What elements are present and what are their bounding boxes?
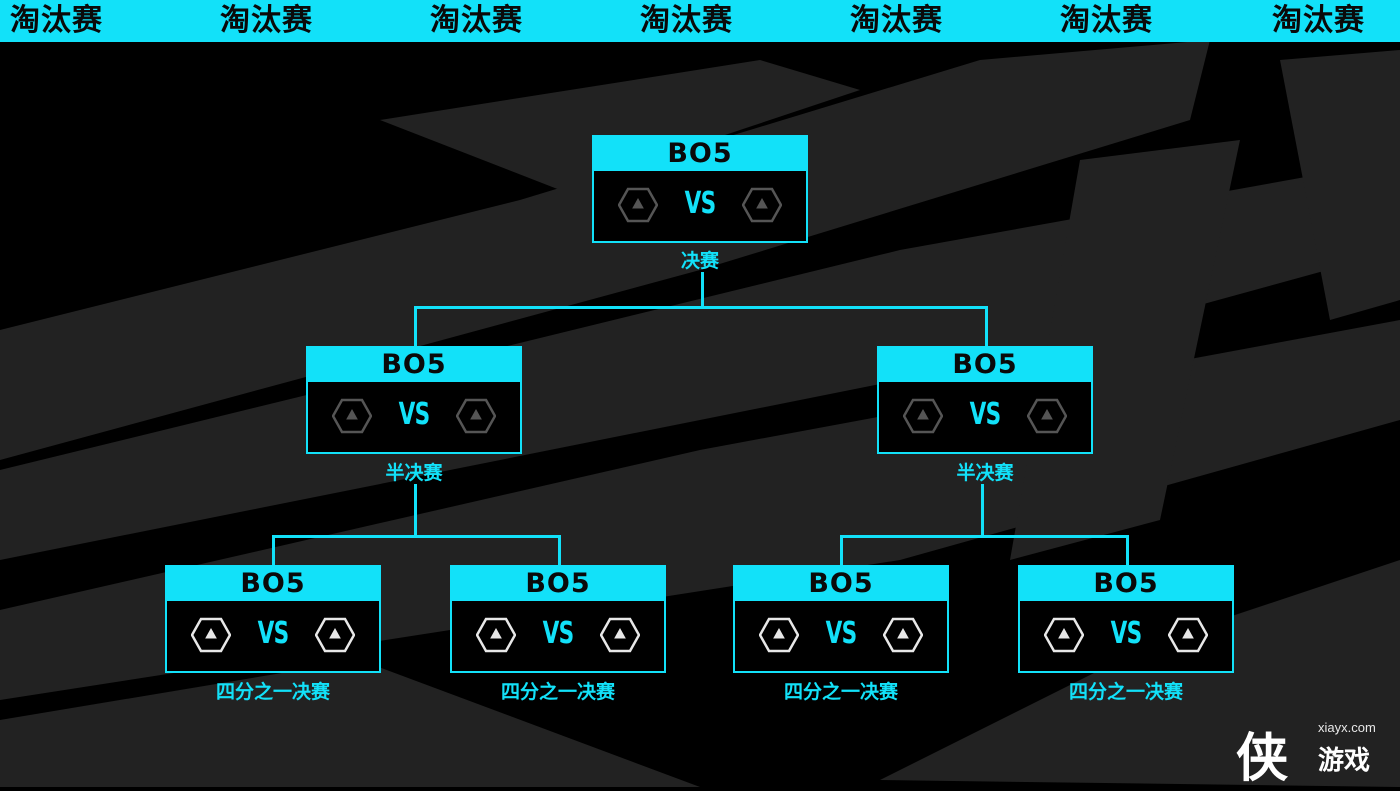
team-placeholder-icon bbox=[1027, 398, 1067, 434]
final-match-card[interactable]: BO5 VS bbox=[592, 135, 808, 243]
team-placeholder-icon bbox=[618, 187, 658, 223]
round-label: 半决赛 bbox=[385, 462, 443, 484]
banner-label: 淘汰赛 bbox=[220, 3, 313, 38]
vs-label: VS bbox=[825, 616, 858, 651]
banner-label: 淘汰赛 bbox=[640, 3, 733, 38]
connector-line bbox=[701, 272, 704, 308]
vs-label: VS bbox=[398, 397, 431, 432]
banner-label: 淘汰赛 bbox=[10, 3, 103, 38]
match-format: BO5 bbox=[1020, 567, 1232, 601]
quarterfinal-match-card[interactable]: BO5 VS bbox=[165, 565, 381, 673]
connector-line bbox=[840, 535, 1129, 538]
match-format: BO5 bbox=[879, 348, 1091, 382]
round-label: 半决赛 bbox=[956, 462, 1014, 484]
round-label: 四分之一决赛 bbox=[1068, 681, 1183, 703]
vs-label: VS bbox=[542, 616, 575, 651]
match-format: BO5 bbox=[308, 348, 520, 382]
match-format: BO5 bbox=[452, 567, 664, 601]
connector-line bbox=[414, 306, 988, 309]
team-placeholder-icon bbox=[883, 617, 923, 653]
connector-line bbox=[840, 535, 843, 567]
semifinal-match-card[interactable]: BO5 VS bbox=[306, 346, 522, 454]
watermark-name: 游戏 bbox=[1318, 746, 1371, 776]
round-label: 决赛 bbox=[680, 250, 719, 272]
quarterfinal-match-card[interactable]: BO5 VS bbox=[450, 565, 666, 673]
top-banner: 淘汰赛 淘汰赛 淘汰赛 淘汰赛 淘汰赛 淘汰赛 淘汰赛 bbox=[0, 0, 1400, 42]
vs-label: VS bbox=[1110, 616, 1143, 651]
round-label: 四分之一决赛 bbox=[783, 681, 898, 703]
watermark-url: xiayx.com bbox=[1318, 720, 1376, 735]
team-placeholder-icon bbox=[600, 617, 640, 653]
quarterfinal-match-card[interactable]: BO5 VS bbox=[733, 565, 949, 673]
match-format: BO5 bbox=[735, 567, 947, 601]
banner-label: 淘汰赛 bbox=[1272, 3, 1365, 38]
round-label: 四分之一决赛 bbox=[215, 681, 330, 703]
team-placeholder-icon bbox=[742, 187, 782, 223]
connector-line bbox=[414, 306, 417, 348]
team-placeholder-icon bbox=[759, 617, 799, 653]
semifinal-match-card[interactable]: BO5 VS bbox=[877, 346, 1093, 454]
connector-line bbox=[272, 535, 561, 538]
team-placeholder-icon bbox=[1044, 617, 1084, 653]
banner-label: 淘汰赛 bbox=[850, 3, 943, 38]
team-placeholder-icon bbox=[191, 617, 231, 653]
connector-line bbox=[981, 484, 984, 538]
banner-label: 淘汰赛 bbox=[430, 3, 523, 38]
team-placeholder-icon bbox=[332, 398, 372, 434]
team-placeholder-icon bbox=[476, 617, 516, 653]
vs-label: VS bbox=[969, 397, 1002, 432]
match-format: BO5 bbox=[167, 567, 379, 601]
team-placeholder-icon bbox=[315, 617, 355, 653]
watermark-logo: 侠 bbox=[1236, 729, 1289, 789]
connector-line bbox=[414, 484, 417, 538]
quarterfinal-match-card[interactable]: BO5 VS bbox=[1018, 565, 1234, 673]
connector-line bbox=[558, 535, 561, 567]
connector-line bbox=[272, 535, 275, 567]
team-placeholder-icon bbox=[1168, 617, 1208, 653]
connector-line bbox=[985, 306, 988, 348]
team-placeholder-icon bbox=[456, 398, 496, 434]
vs-label: VS bbox=[684, 186, 717, 221]
vs-label: VS bbox=[257, 616, 290, 651]
banner-label: 淘汰赛 bbox=[1060, 3, 1153, 38]
connector-line bbox=[1126, 535, 1129, 567]
team-placeholder-icon bbox=[903, 398, 943, 434]
match-format: BO5 bbox=[594, 137, 806, 171]
round-label: 四分之一决赛 bbox=[500, 681, 615, 703]
